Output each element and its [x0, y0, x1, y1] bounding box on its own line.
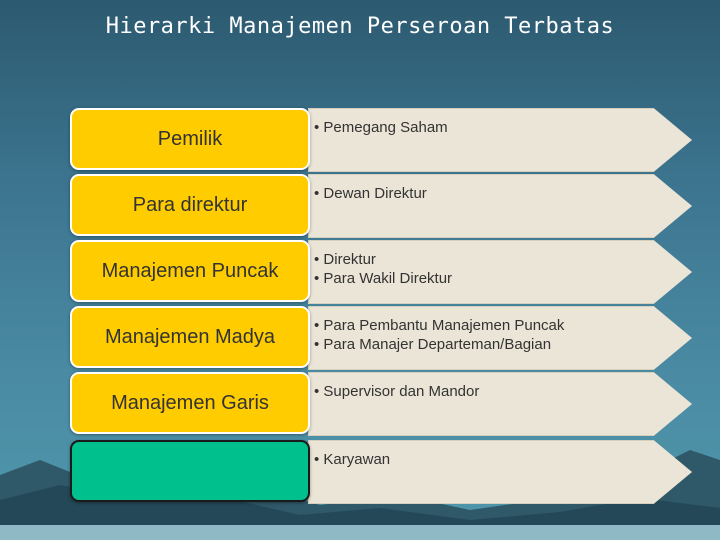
bullet-list: Dewan Direktur	[314, 184, 426, 203]
hierarchy-row-owner: Pemilik Pemegang Saham	[70, 108, 692, 172]
label-box: Manajemen Garis	[70, 372, 310, 434]
arrow-shape	[308, 174, 692, 238]
bullet-list: Karyawan	[314, 450, 390, 469]
bullet-list: Pemegang Saham	[314, 118, 447, 137]
bullet-item: Para Manajer Departeman/Bagian	[314, 335, 564, 354]
page-title: Hierarki Manajemen Perseroan Terbatas	[105, 14, 615, 39]
label-box: Manajemen Madya	[70, 306, 310, 368]
bullet-item: Pemegang Saham	[314, 118, 447, 137]
bullet-item: Para Pembantu Manajemen Puncak	[314, 316, 564, 335]
bullet-item: Direktur	[314, 250, 452, 269]
bullet-list: Supervisor dan Mandor	[314, 382, 479, 401]
bullet-item: Dewan Direktur	[314, 184, 426, 203]
hierarchy-row-top-management: Manajemen Puncak Direktur Para Wakil Dir…	[70, 240, 692, 304]
hierarchy-row-employees: Karyawan	[70, 440, 692, 504]
bullet-list: Para Pembantu Manajemen Puncak Para Mana…	[314, 316, 564, 354]
bullet-item: Para Wakil Direktur	[314, 269, 452, 288]
bullet-item: Supervisor dan Mandor	[314, 382, 479, 401]
label-box-empty	[70, 440, 310, 502]
label-box: Manajemen Puncak	[70, 240, 310, 302]
label-box: Pemilik	[70, 108, 310, 170]
hierarchy-row-line-management: Manajemen Garis Supervisor dan Mandor	[70, 372, 692, 436]
bullet-list: Direktur Para Wakil Direktur	[314, 250, 452, 288]
bullet-item: Karyawan	[314, 450, 390, 469]
label-box: Para direktur	[70, 174, 310, 236]
hierarchy-row-middle-management: Manajemen Madya Para Pembantu Manajemen …	[70, 306, 692, 370]
hierarchy-row-directors: Para direktur Dewan Direktur	[70, 174, 692, 238]
